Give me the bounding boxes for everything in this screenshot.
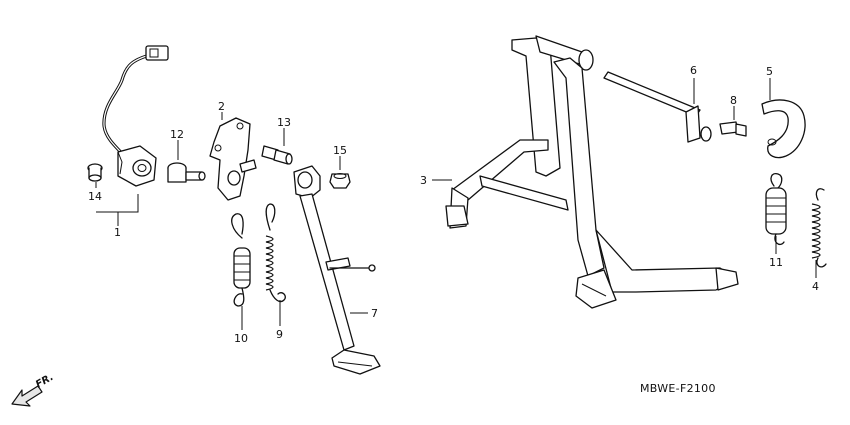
callout-9: 9 — [276, 328, 283, 341]
callout-4: 4 — [812, 280, 819, 293]
part-12-bolt — [167, 162, 206, 183]
callout-6: 6 — [690, 64, 697, 77]
callout-12: 12 — [170, 128, 184, 141]
callout-2: 2 — [218, 100, 225, 113]
part-5-stopper — [761, 99, 806, 159]
part-10-spring — [231, 213, 251, 307]
diagram-code: MBWE-F2100 — [640, 382, 716, 395]
callout-7: 7 — [371, 307, 378, 320]
front-direction-label: FR. — [34, 372, 56, 391]
callout-11: 11 — [769, 256, 783, 269]
part-2-bracket — [209, 117, 257, 201]
callout-14: 14 — [88, 190, 102, 203]
callout-3: 3 — [420, 174, 427, 187]
part-3-main-stand — [445, 35, 739, 309]
callouts: 14 1 12 2 13 15 3 6 8 5 11 4 10 9 7 — [88, 64, 819, 345]
part-13-bolt — [261, 145, 293, 165]
part-6-shaft — [603, 71, 712, 143]
callout-5: 5 — [766, 65, 773, 78]
callout-15: 15 — [333, 144, 347, 157]
leader-lines — [95, 78, 817, 330]
callout-10: 10 — [234, 332, 248, 345]
part-7-side-stand — [293, 165, 381, 375]
front-direction-arrow: FR. — [11, 372, 56, 407]
callout-8: 8 — [730, 94, 737, 107]
part-14-screw — [87, 163, 103, 182]
callout-1: 1 — [114, 226, 121, 239]
part-side-stand-switch — [102, 45, 169, 187]
part-15-nut — [329, 173, 351, 189]
callout-13: 13 — [277, 116, 291, 129]
part-8-bolt — [719, 121, 747, 137]
part-9-spring — [265, 203, 286, 303]
part-4-spring — [811, 188, 827, 268]
part-11-spring — [765, 172, 787, 246]
